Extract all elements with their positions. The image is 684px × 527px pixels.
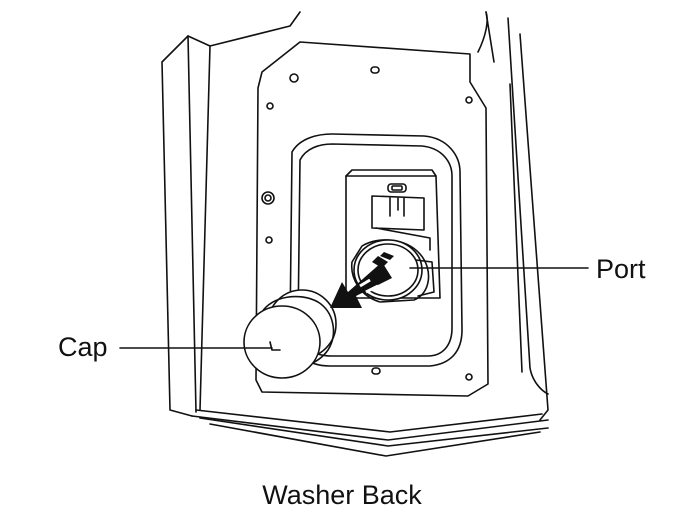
cap-label: Cap — [58, 332, 108, 362]
figure-caption: Washer Back — [262, 480, 422, 510]
port-label: Port — [596, 254, 646, 284]
drain-cap — [243, 289, 337, 379]
service-panel — [255, 41, 489, 397]
drain-port — [351, 239, 435, 303]
washer-cabinet — [161, 11, 549, 457]
removal-arrow-icon — [330, 252, 394, 308]
